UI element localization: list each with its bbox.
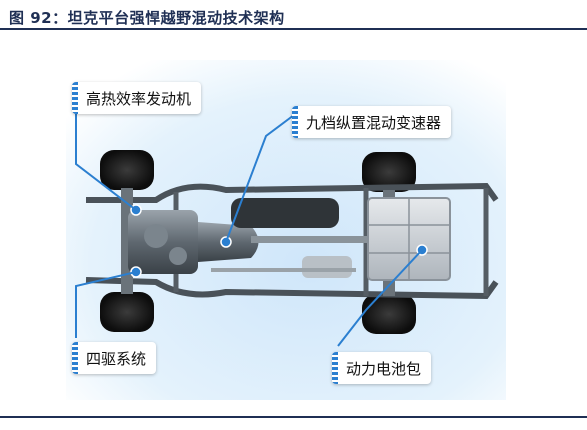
callout-awd: 四驱系统 — [72, 342, 157, 374]
callout-marker-icon — [72, 342, 78, 374]
callout-battery: 动力电池包 — [332, 352, 432, 384]
figure-bottom-rule — [0, 416, 587, 418]
callout-engine-label: 高热效率发动机 — [86, 89, 192, 108]
exhaust-muffler — [302, 256, 352, 278]
tire-front-left — [100, 150, 154, 190]
callout-marker-icon — [292, 106, 298, 138]
battery-leader-line — [337, 249, 423, 347]
callout-transmission-label: 九档纵置混动变速器 — [306, 113, 442, 132]
tire-front-right — [100, 292, 154, 332]
frame-rail-bottom — [85, 277, 499, 300]
drive-shaft — [251, 236, 383, 243]
transmission-leader-line — [225, 111, 299, 243]
tire-rear-right — [362, 294, 416, 334]
tire-rear-left — [362, 152, 416, 192]
frame-rail-top — [86, 182, 499, 203]
fuel-tank — [231, 198, 339, 228]
callout-battery-label: 动力电池包 — [346, 359, 422, 378]
figure-caption: 图 92：坦克平台强悍越野混动技术架构 — [9, 9, 285, 27]
callout-marker-icon — [332, 352, 338, 384]
caption-rule — [0, 28, 587, 30]
callout-marker-icon — [72, 82, 78, 114]
callout-transmission: 九档纵置混动变速器 — [292, 106, 452, 138]
callout-awd-label: 四驱系统 — [86, 349, 147, 368]
awd-leader-line — [75, 271, 137, 338]
engine-leader-line — [75, 112, 137, 211]
callout-engine: 高热效率发动机 — [72, 82, 202, 114]
